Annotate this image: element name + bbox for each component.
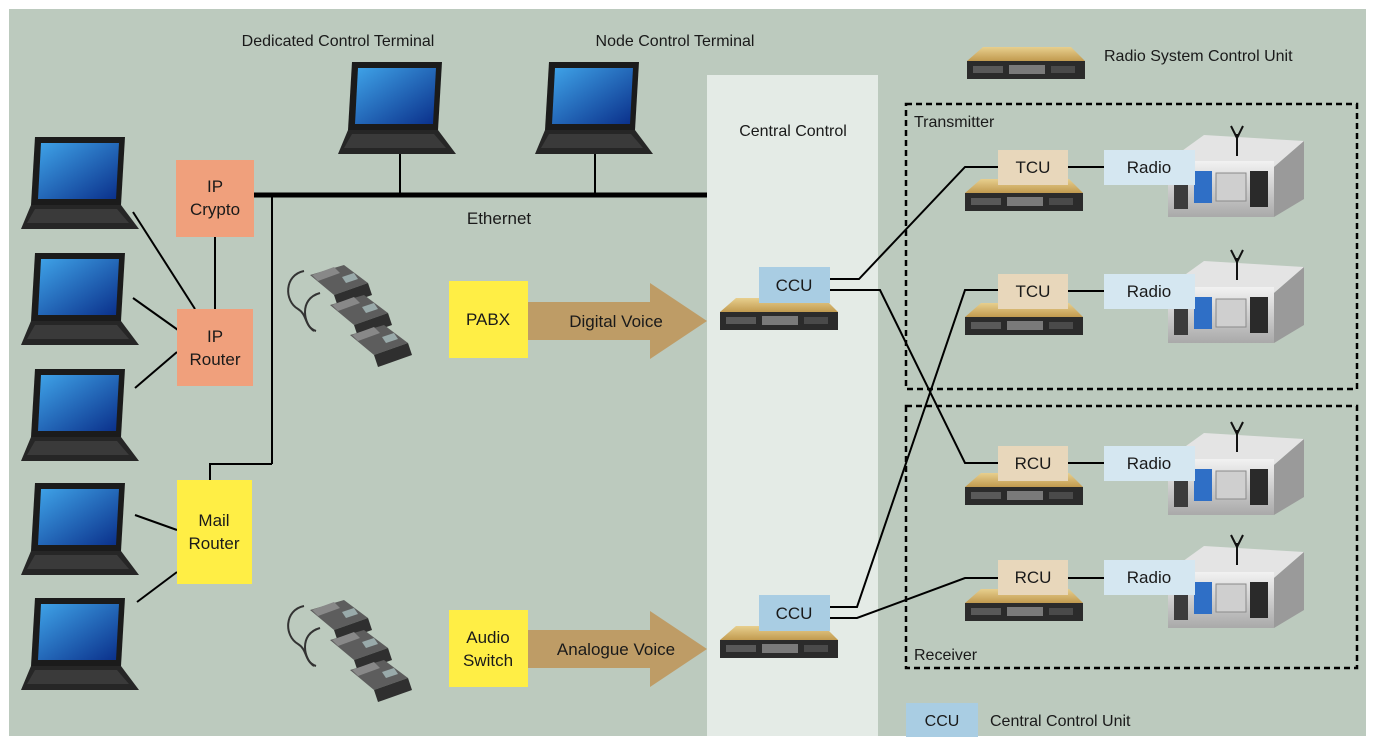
tcu-box: TCU — [998, 150, 1068, 185]
radio-box: Radio — [1104, 274, 1195, 309]
tcu-box: TCU — [998, 274, 1068, 309]
ip-router-node: IP Router — [177, 309, 253, 386]
ethernet-label: Ethernet — [467, 209, 532, 228]
ip-crypto-label-line1: IP — [207, 177, 223, 196]
audio-switch-node: Audio Switch — [449, 610, 528, 687]
laptop-icon — [21, 483, 139, 575]
digital-voice-label: Digital Voice — [569, 312, 663, 331]
transmitter-label: Transmitter — [914, 114, 995, 131]
laptop-icon — [21, 253, 139, 345]
ccu-box: CCU — [759, 267, 830, 303]
node-control-terminal-label: Node Control Terminal — [596, 33, 755, 50]
laptop-icon — [21, 598, 139, 690]
ccu-label: CCU — [776, 276, 813, 295]
dedicated-control-terminal-icon — [338, 62, 456, 154]
ccu-legend-key-label: CCU — [925, 713, 960, 730]
rcu-box: RCU — [998, 560, 1068, 595]
transmitter-group — [904, 102, 1359, 391]
rcu-box: RCU — [998, 446, 1068, 481]
analogue-voice-arrow — [528, 611, 707, 687]
network-links — [132, 154, 1104, 619]
ip-crypto-node: IP Crypto — [176, 160, 254, 237]
ccu-label: CCU — [776, 604, 813, 623]
ip-crypto-label-line2: Crypto — [190, 200, 240, 219]
tcu-label: TCU — [1016, 158, 1051, 177]
analogue-voice-label: Analogue Voice — [557, 640, 675, 659]
radio-label: Radio — [1127, 282, 1171, 301]
radio-box: Radio — [1104, 150, 1195, 185]
pabx-node: PABX — [449, 281, 528, 358]
radio-label: Radio — [1127, 568, 1171, 587]
ip-router-label-line1: IP — [207, 327, 223, 346]
laptop-icon — [21, 137, 139, 229]
mail-router-label-line1: Mail — [198, 511, 229, 530]
mail-router-node: Mail Router — [177, 480, 252, 584]
radio-box: Radio — [1104, 560, 1195, 595]
ccu-legend-description: Central Control Unit — [990, 713, 1131, 730]
audio-switch-label-line1: Audio — [466, 628, 509, 647]
rcu-label: RCU — [1015, 568, 1052, 587]
radio-box: Radio — [1104, 446, 1195, 481]
node-control-terminal-icon — [535, 62, 653, 154]
digital-voice-arrow — [528, 283, 707, 359]
rscu-legend-icon — [967, 47, 1085, 79]
radio-label: Radio — [1127, 158, 1171, 177]
mail-router-label-line2: Router — [188, 534, 239, 553]
ccu-box: CCU — [759, 595, 830, 631]
laptop-icon — [21, 369, 139, 461]
tcu-label: TCU — [1016, 282, 1051, 301]
receiver-group — [904, 404, 1359, 670]
rcu-label: RCU — [1015, 454, 1052, 473]
ccu-legend-key: CCU — [906, 703, 978, 737]
radio-label: Radio — [1127, 454, 1171, 473]
dedicated-control-terminal-label: Dedicated Control Terminal — [242, 33, 435, 50]
receiver-label: Receiver — [914, 647, 978, 664]
pabx-label: PABX — [466, 310, 510, 329]
audio-switch-label-line2: Switch — [463, 651, 513, 670]
ip-router-label-line2: Router — [189, 350, 240, 369]
rscu-legend-label: Radio System Control Unit — [1104, 48, 1293, 65]
central-control-label: Central Control — [739, 123, 847, 140]
